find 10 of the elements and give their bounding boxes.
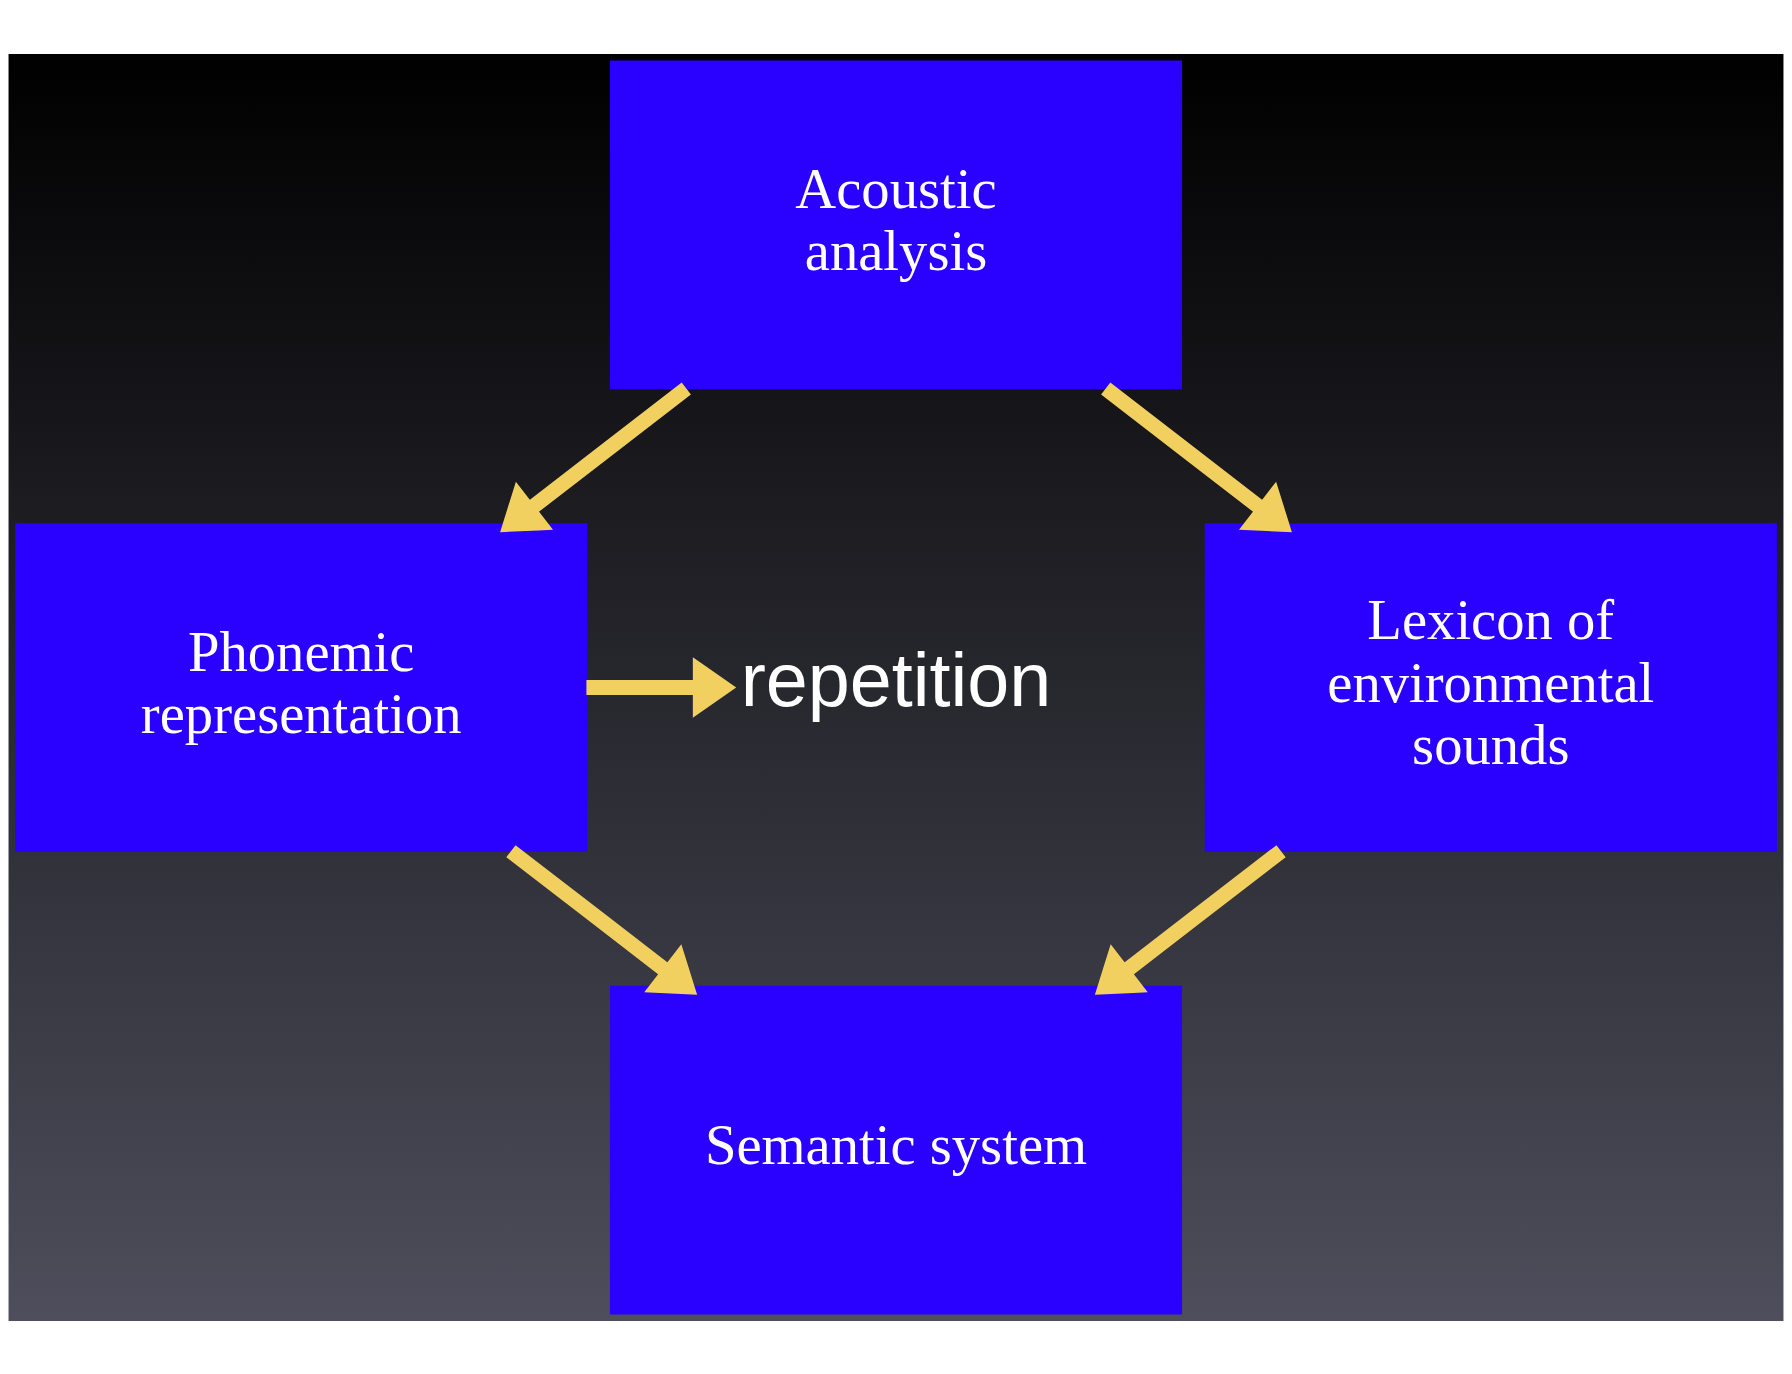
node-text: repetition — [740, 637, 1052, 722]
arrow — [1094, 844, 1286, 995]
node-box: Lexicon of environmental sounds — [1204, 522, 1777, 852]
node-box: Phonemic representation — [15, 522, 588, 852]
node-box: Acoustic analysis — [609, 60, 1183, 389]
arrow — [506, 844, 698, 995]
node-box: Semantic system — [609, 985, 1183, 1314]
arrow — [586, 656, 737, 718]
arrow — [500, 382, 691, 532]
arrow — [1101, 382, 1292, 532]
